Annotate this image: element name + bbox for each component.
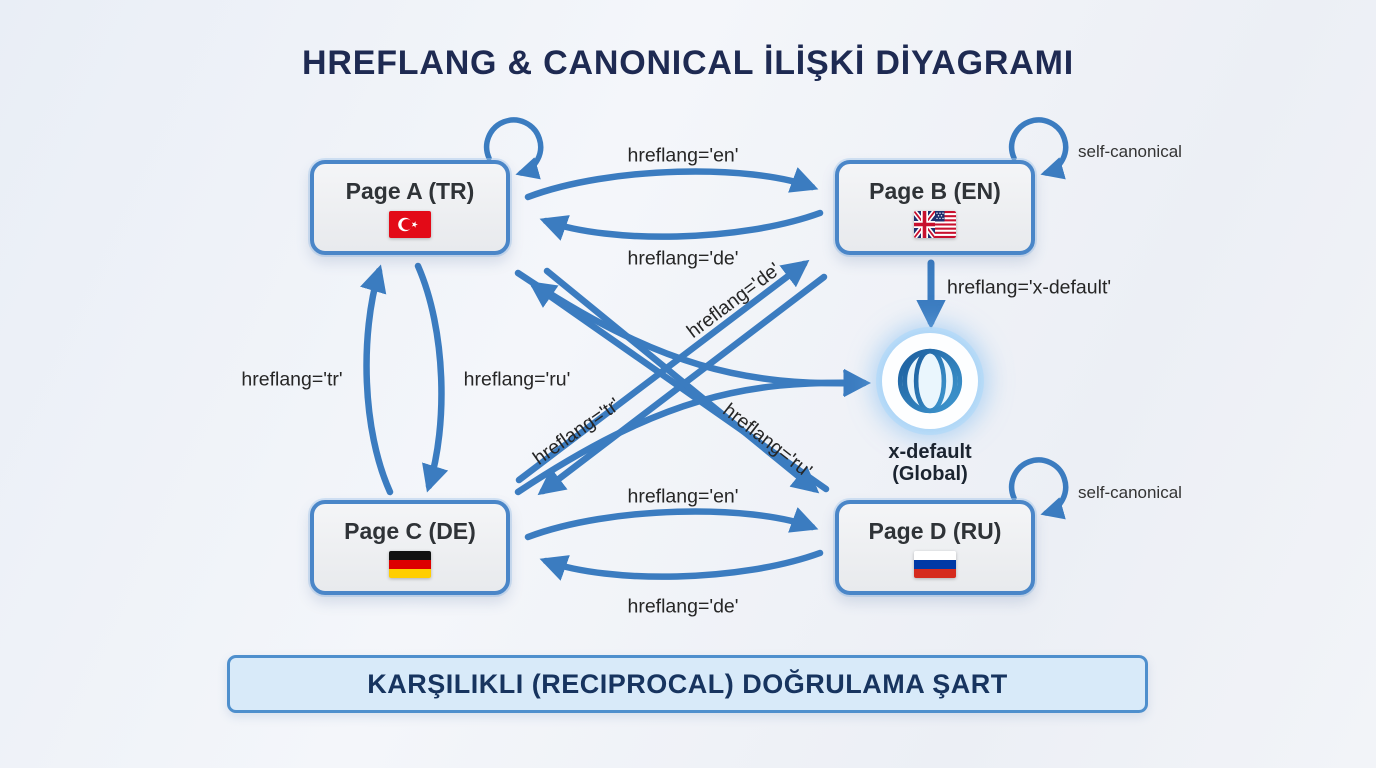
page-title: HREFLANG & CANONICAL İLİŞKİ DİYAGRAMI	[302, 44, 1074, 82]
label-hreflang-ru-mid: hreflang='ru'	[463, 368, 571, 391]
x-default-label-line1: x-default	[888, 441, 972, 463]
page-d-label: Page D (RU)	[868, 517, 1002, 544]
arrow-a-to-c-down	[414, 262, 449, 493]
label-hreflang-en-top: hreflang='en'	[627, 144, 739, 167]
label-hreflang-de-top: hreflang='de'	[627, 247, 739, 270]
page-a-label: Page A (TR)	[345, 177, 475, 204]
page-c-label: Page C (DE)	[344, 517, 476, 544]
reciprocal-banner-text: KARŞILIKLI (RECIPROCAL) DOĞRULAMA ŞART	[367, 668, 1008, 699]
label-hreflang-de-bottom: hreflang='de'	[627, 595, 739, 618]
label-self-canonical-b: self-canonical	[1078, 142, 1182, 161]
uk-us-flag-icon	[914, 210, 956, 238]
russia-flag-icon	[914, 550, 956, 578]
x-default-label-line2: (Global)	[892, 463, 968, 485]
arrow-self-canonical-a	[483, 117, 544, 180]
arrow-a-to-b	[524, 167, 819, 201]
label-hreflang-en-bottom: hreflang='en'	[627, 485, 739, 508]
arrow-d-to-c	[539, 549, 824, 581]
node-page-c: Page C (DE)	[310, 500, 510, 595]
node-x-default	[882, 333, 978, 429]
page-b-label: Page B (EN)	[869, 177, 1001, 204]
label-hreflang-x-default: hreflang='x-default'	[947, 276, 1112, 299]
reciprocal-banner: KARŞILIKLI (RECIPROCAL) DOĞRULAMA ŞART	[227, 655, 1148, 713]
arrow-c-to-d	[524, 507, 819, 541]
arrow-self-canonical-d	[1008, 457, 1069, 520]
arrow-c-to-global	[514, 368, 871, 496]
germany-flag-icon	[389, 550, 431, 578]
globe-icon	[893, 344, 967, 418]
arrow-self-canonical-b	[1008, 117, 1069, 180]
turkey-flag-icon	[389, 210, 431, 238]
node-page-d: Page D (RU)	[835, 500, 1035, 595]
node-page-b: Page B (EN)	[835, 160, 1035, 255]
label-hreflang-tr-left: hreflang='tr'	[241, 368, 343, 391]
label-self-canonical-d: self-canonical	[1078, 483, 1182, 502]
arrow-b-to-a	[539, 209, 824, 241]
arrow-c-to-a-up	[360, 264, 394, 496]
arrow-a-to-d-diagonal	[543, 267, 820, 494]
node-page-a: Page A (TR)	[310, 160, 510, 255]
